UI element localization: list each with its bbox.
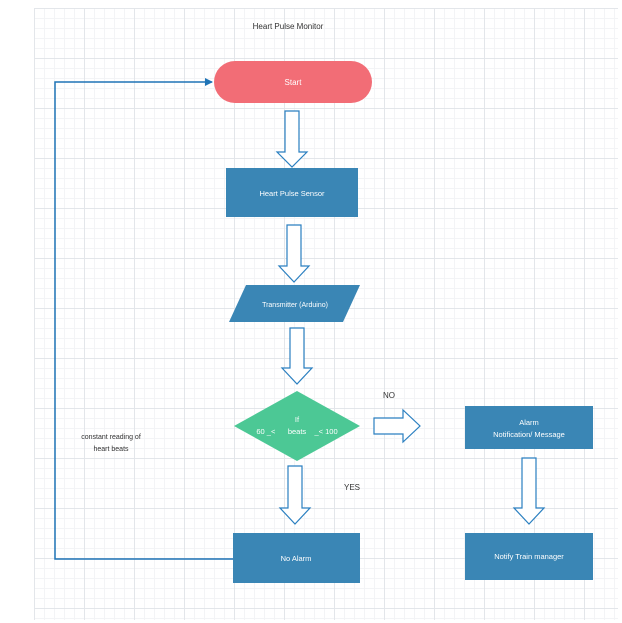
start-label: Start xyxy=(285,78,303,87)
notify-node[interactable]: Notify Train manager xyxy=(465,533,593,580)
decision-node[interactable]: If 60 _< beats _< 100 xyxy=(234,391,360,461)
block-arrow-down xyxy=(512,457,546,525)
alarm-node[interactable]: Alarm Notification/ Message xyxy=(465,406,593,449)
loop-connector xyxy=(54,78,233,560)
start-node[interactable]: Start xyxy=(214,61,372,103)
block-arrow-down xyxy=(277,224,311,283)
yes-label: YES xyxy=(344,483,360,492)
loop-label-line1: constant reading of xyxy=(81,434,141,441)
sensor-label: Heart Pulse Sensor xyxy=(259,189,325,198)
transmitter-node[interactable]: Transmitter (Arduino) xyxy=(229,285,360,322)
loop-label-line2: heart beats xyxy=(93,446,129,453)
alarm-line2: Notification/ Message xyxy=(493,430,565,439)
block-arrow-down xyxy=(280,327,314,385)
alarm-line1: Alarm xyxy=(519,418,539,427)
block-arrow-down xyxy=(278,465,312,525)
notify-label: Notify Train manager xyxy=(494,552,564,561)
sensor-node[interactable]: Heart Pulse Sensor xyxy=(226,168,358,217)
diagram-title: Heart Pulse Monitor xyxy=(253,22,324,31)
no-alarm-node[interactable]: No Alarm xyxy=(233,533,360,583)
decision-line2: 60 _< beats _< 100 xyxy=(256,427,337,436)
decision-line1: If xyxy=(295,415,300,424)
no-label: NO xyxy=(383,391,395,400)
block-arrow-down xyxy=(275,110,309,168)
transmitter-label: Transmitter (Arduino) xyxy=(262,302,328,309)
no-alarm-label: No Alarm xyxy=(281,554,312,563)
block-arrow-right xyxy=(373,408,421,444)
